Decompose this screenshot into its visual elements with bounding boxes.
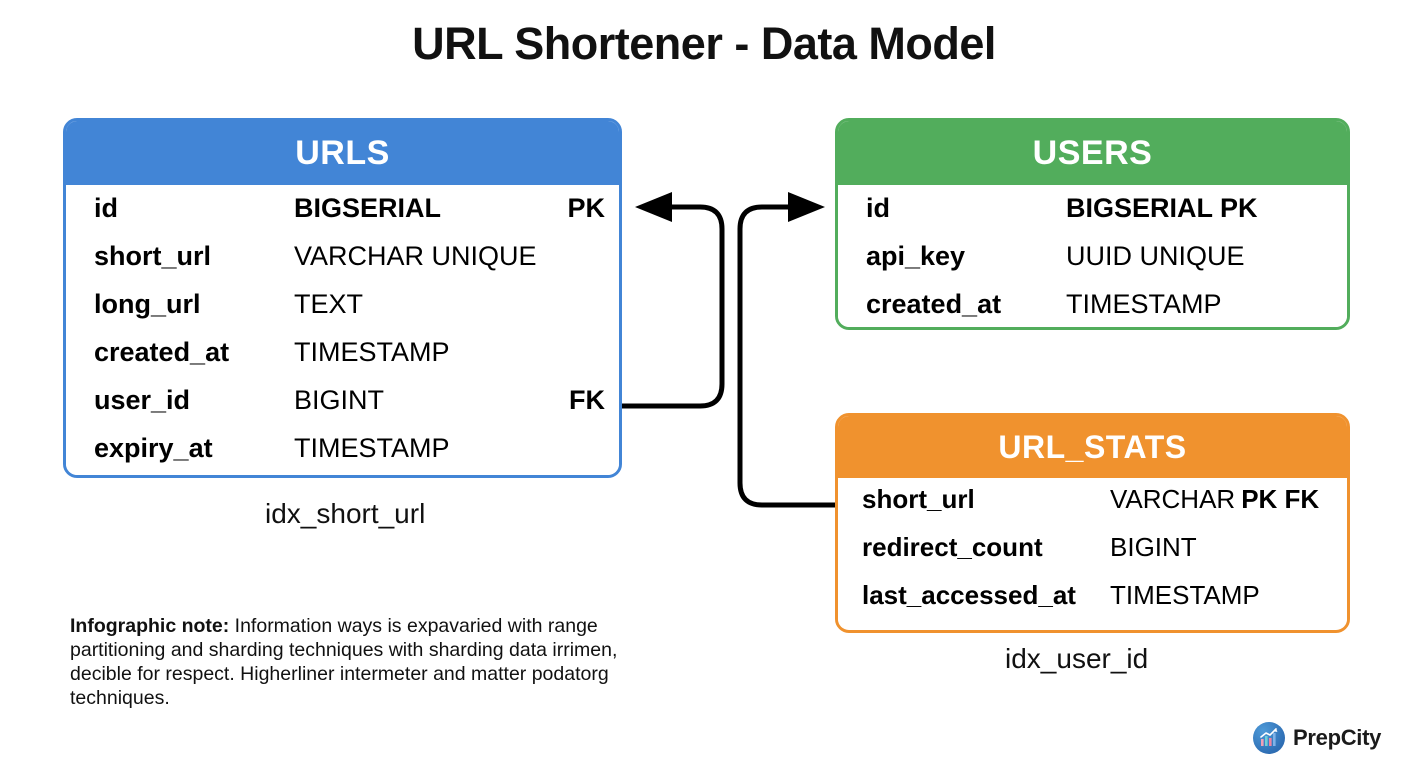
infographic-note: Infographic note: Information ways is ex… [70,614,680,710]
entity-header-users: USERS [838,121,1347,185]
field-row: long_url TEXT [66,289,619,337]
entity-header-url-stats: URL_STATS [838,416,1347,478]
entity-table-users: USERS id BIGSERIAL PK api_key UUID UNIQU… [835,118,1350,330]
index-caption-urls: idx_short_url [265,498,426,529]
field-type: TIMESTAMP [294,433,450,463]
entity-header-urls: URLS [66,121,619,185]
field-row: api_key UUID UNIQUE [838,241,1347,289]
field-row: id BIGSERIAL PK [838,193,1347,241]
field-type: BIGSERIAL PK [1066,193,1258,223]
field-key-badge: PK FK [1241,484,1320,514]
field-name: redirect_count [862,532,1043,562]
entity-body-users: id BIGSERIAL PK api_key UUID UNIQUE crea… [838,185,1347,327]
field-row: user_id BIGINT FK [66,385,619,433]
entity-table-url-stats: URL_STATS short_url VARCHAR PK FK redire… [835,413,1350,633]
page-title: URL Shortener - Data Model [412,18,996,69]
field-type: TIMESTAMP [1066,289,1222,319]
field-type: TIMESTAMP [1110,580,1260,610]
field-type: BIGINT [1110,532,1197,562]
field-row: created_at TIMESTAMP [66,337,619,385]
field-row: id BIGSERIAL PK [66,193,619,241]
field-row: expiry_at TIMESTAMP [66,433,619,475]
relationship-urls-userid-to-urls-id [622,192,725,409]
field-name: api_key [866,241,966,271]
field-name: created_at [866,289,1002,319]
field-key-badge: FK [569,385,605,415]
field-type: TEXT [294,289,364,319]
brand-logo: PrepCity [1253,722,1381,754]
field-name: short_url [862,484,975,514]
field-type: VARCHAR [1110,484,1236,514]
entity-body-url-stats: short_url VARCHAR PK FK redirect_count B… [838,478,1347,628]
field-name: last_accessed_at [862,580,1076,610]
brand-name: PrepCity [1293,725,1382,750]
field-row: last_accessed_at TIMESTAMP [838,580,1347,628]
field-name: short_url [94,241,212,271]
arrowhead-icon [635,192,672,222]
index-caption-url-stats: idx_user_id [1005,643,1149,674]
field-row: redirect_count BIGINT [838,532,1347,580]
arrowhead-icon [788,192,825,222]
field-type: BIGSERIAL [294,193,442,223]
field-row: short_url VARCHAR PK FK [838,484,1347,532]
field-type: VARCHAR UNIQUE [294,241,537,271]
field-type: TIMESTAMP [294,337,450,367]
field-key-badge: PK [567,193,605,223]
relationship-urlstats-shorturl-to-users-id [737,192,835,508]
field-row: created_at TIMESTAMP [838,289,1347,327]
field-name: user_id [94,385,191,415]
field-name: created_at [94,337,230,367]
infographic-note-text: Information ways is expavaried with rang… [70,615,618,709]
field-type: BIGINT [294,385,385,415]
bar-chart-trend-icon [1253,722,1285,754]
entity-body-urls: id BIGSERIAL PK short_url VARCHAR UNIQUE… [66,185,619,475]
field-name: id [866,193,890,223]
field-name: long_url [94,289,201,319]
field-name: id [94,193,118,223]
field-type: UUID UNIQUE [1066,241,1245,271]
field-name: expiry_at [94,433,213,463]
entity-table-urls: URLS id BIGSERIAL PK short_url VARCHAR U… [63,118,622,478]
field-row: short_url VARCHAR UNIQUE [66,241,619,289]
infographic-note-label: Infographic note: [70,615,230,637]
